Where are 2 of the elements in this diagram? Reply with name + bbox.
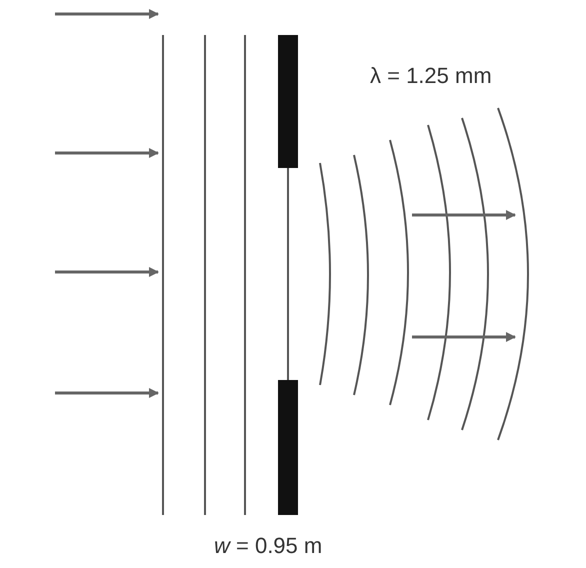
measurement-label: w = 0.95 m (214, 533, 322, 559)
measurement-label: λ = 1.25 mm (370, 63, 492, 89)
